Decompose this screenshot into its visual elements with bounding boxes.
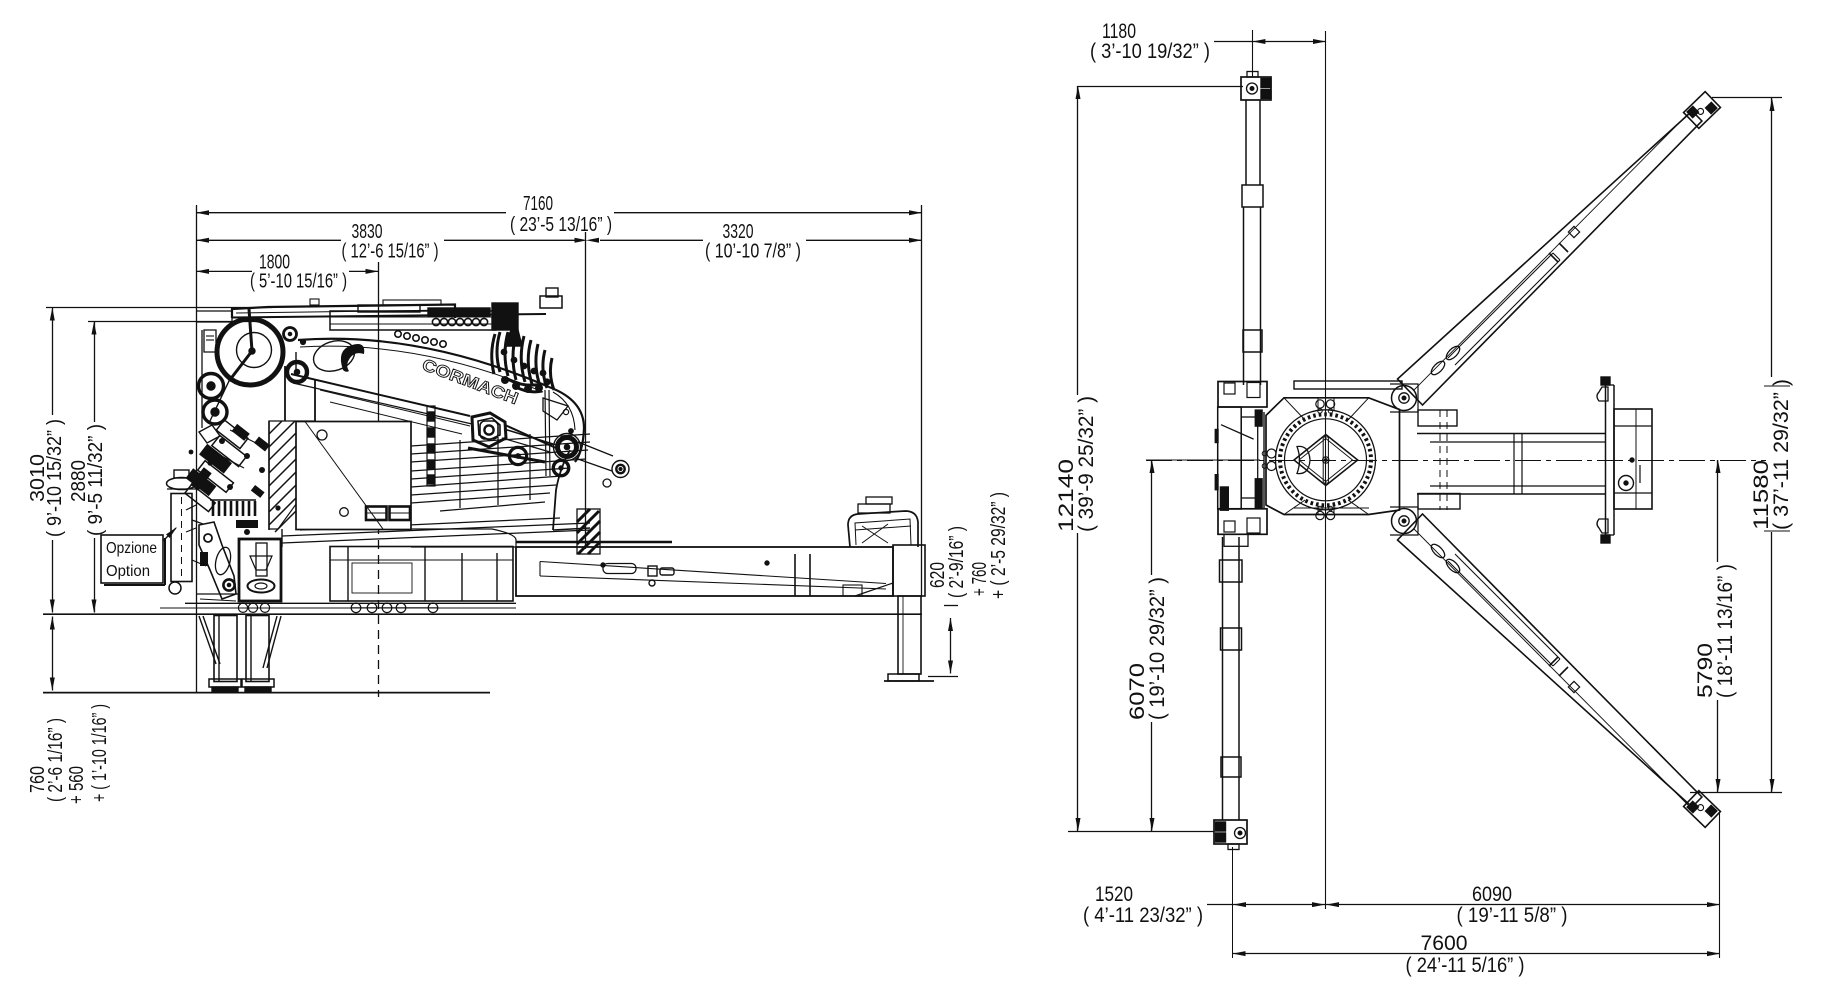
- svg-text:( 19’-11 5/8” ): ( 19’-11 5/8” ): [1457, 904, 1568, 927]
- svg-text:+ 760: + 760: [969, 562, 991, 596]
- svg-text:( 10’-10 7/8” ): ( 10’-10 7/8” ): [705, 241, 801, 263]
- svg-text:12140: 12140: [1055, 459, 1078, 532]
- svg-text:1520: 1520: [1095, 883, 1133, 906]
- svg-text:3830: 3830: [352, 221, 383, 243]
- svg-text:( 19’-10 29/32” ): ( 19’-10 29/32” ): [1146, 577, 1169, 720]
- svg-text:( 4’-11 23/32” ): ( 4’-11 23/32” ): [1083, 904, 1203, 927]
- svg-text:+ 560: + 560: [66, 766, 88, 804]
- svg-text:( 24’-11 5/16” ): ( 24’-11 5/16” ): [1406, 954, 1525, 977]
- svg-text:Opzione: Opzione: [106, 540, 157, 557]
- svg-text:+ ( 1’-10 1/16” ): + ( 1’-10 1/16” ): [89, 704, 111, 802]
- svg-text:3320: 3320: [723, 221, 754, 243]
- svg-text:6070: 6070: [1126, 663, 1149, 720]
- svg-text:( 23’-5 13/16” ): ( 23’-5 13/16” ): [510, 214, 612, 236]
- svg-text:620: 620: [927, 562, 949, 588]
- svg-text:7600: 7600: [1421, 932, 1468, 955]
- svg-text:( 39’-9 25/32” ): ( 39’-9 25/32” ): [1075, 396, 1098, 532]
- svg-text:3010: 3010: [27, 454, 49, 502]
- svg-text:+ ( 2’-5 29/32” ): + ( 2’-5 29/32” ): [988, 492, 1010, 599]
- svg-text:( 18’-11 13/16” ): ( 18’-11 13/16” ): [1714, 564, 1737, 698]
- svg-text:2880: 2880: [68, 460, 90, 502]
- svg-text:1180: 1180: [1102, 20, 1136, 43]
- svg-text:6090: 6090: [1472, 883, 1512, 906]
- svg-text:( 12’-6 15/16” ): ( 12’-6 15/16” ): [342, 241, 439, 263]
- svg-text:( 2’-9/16” ): ( 2’-9/16” ): [946, 526, 968, 598]
- svg-text:11580: 11580: [1750, 460, 1773, 530]
- svg-text:7160: 7160: [523, 193, 553, 215]
- svg-text:1800: 1800: [259, 252, 290, 274]
- svg-text:( 37’-11 29/32” ): ( 37’-11 29/32” ): [1770, 379, 1793, 530]
- svg-text:( 2’-6 1/16” ): ( 2’-6 1/16” ): [45, 718, 67, 802]
- svg-text:( 3’-10 19/32” ): ( 3’-10 19/32” ): [1090, 40, 1210, 63]
- svg-text:( 5’-10 15/16” ): ( 5’-10 15/16” ): [250, 271, 347, 293]
- svg-text:Option: Option: [106, 563, 150, 580]
- svg-text:( 9’-5 11/32” ): ( 9’-5 11/32” ): [85, 424, 107, 536]
- svg-text:760: 760: [27, 766, 49, 793]
- svg-text:5790: 5790: [1694, 643, 1717, 698]
- svg-text:( 9’-10 15/32” ): ( 9’-10 15/32” ): [44, 419, 66, 537]
